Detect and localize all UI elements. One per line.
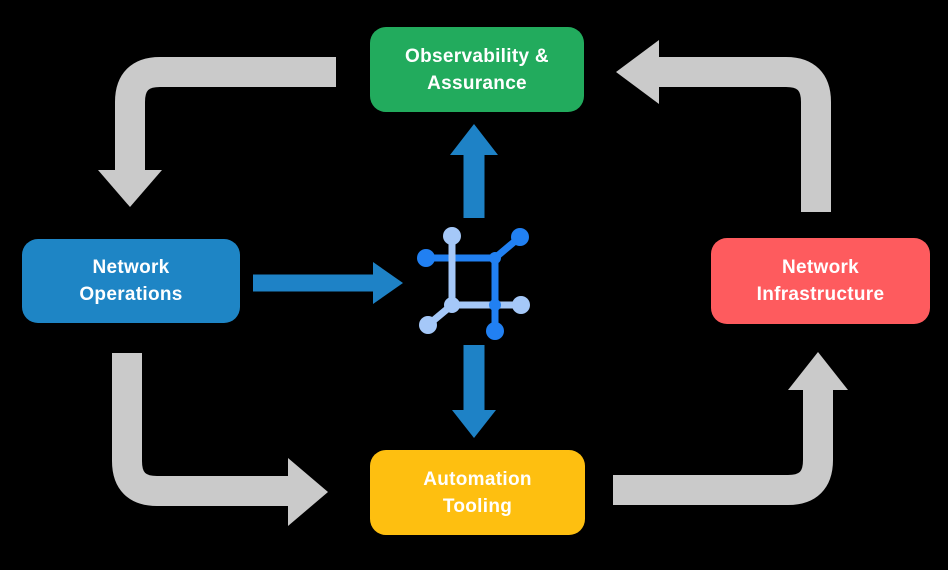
- icon-node: [417, 249, 435, 267]
- node-label-line1: Observability &: [405, 45, 549, 67]
- icon-node: [511, 228, 529, 246]
- icon-node: [489, 299, 501, 311]
- cycle-arrowhead-up-icon: [788, 352, 848, 390]
- node-network-operations: Network Operations: [22, 239, 240, 323]
- flow-arrowhead-up-icon: [450, 124, 498, 155]
- node-network-infrastructure: Network Infrastructure: [711, 238, 930, 324]
- flow-arrowhead-down-icon: [452, 410, 496, 438]
- network-nodes-icon: [417, 227, 530, 340]
- flow-arrowhead-right-icon: [373, 262, 403, 304]
- cycle-arrow-automation-to-infrastructure: [613, 352, 848, 505]
- cycle-arrow-shaft: [658, 57, 831, 212]
- cycle-arrowhead-left-icon: [616, 40, 659, 104]
- cycle-arrow-observability-to-operations: [98, 57, 336, 207]
- flow-arrow-icon-to-automation: [452, 345, 496, 438]
- node-label-line2: Tooling: [442, 495, 513, 517]
- node-label-line1: Automation: [423, 468, 532, 490]
- icon-node: [486, 322, 504, 340]
- cycle-arrow-shaft: [112, 353, 290, 506]
- cycle-arrow-operations-to-automation: [112, 353, 328, 526]
- icon-node: [444, 297, 460, 313]
- cycle-arrow-shaft: [613, 390, 833, 505]
- cycle-arrowhead-right-icon: [288, 458, 328, 526]
- flow-arrow-operations-to-icon: [253, 262, 403, 304]
- cycle-arrow-shaft: [115, 57, 336, 172]
- icon-node: [512, 296, 530, 314]
- node-observability-assurance: Observability & Assurance: [370, 27, 584, 112]
- node-label-line1: Network: [781, 257, 860, 278]
- node-label-line2: Operations: [79, 284, 183, 305]
- flow-arrow-icon-to-observability: [450, 124, 498, 218]
- node-label-line2: Infrastructure: [756, 284, 885, 305]
- node-automation-tooling: Automation Tooling: [370, 450, 585, 535]
- node-label-line2: Assurance: [427, 72, 527, 94]
- node-label-line1: Network: [92, 257, 170, 278]
- cycle-arrow-infrastructure-to-observability: [616, 40, 831, 212]
- icon-node: [489, 252, 501, 264]
- icon-node: [419, 316, 437, 334]
- icon-node: [443, 227, 461, 245]
- cycle-arrowhead-down-icon: [98, 170, 162, 207]
